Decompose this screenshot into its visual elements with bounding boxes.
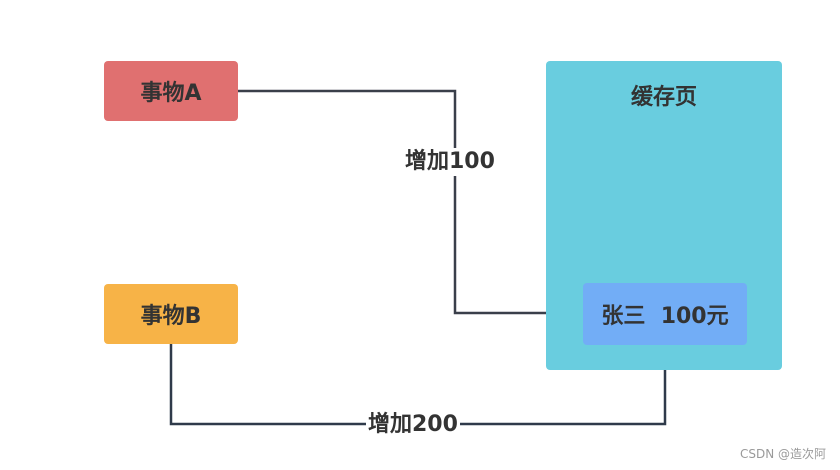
transaction-a-node: 事物A	[104, 61, 238, 121]
edge-label-add-100: 增加100	[403, 148, 497, 176]
record-label: 张三 100元	[601, 304, 729, 329]
edge-a-to-record	[238, 89, 576, 318]
record-node: 张三 100元	[583, 283, 747, 345]
transaction-b-label: 事物B	[140, 304, 202, 329]
transaction-b-node: 事物B	[104, 284, 238, 344]
transaction-a-label: 事物A	[140, 81, 202, 106]
edge-label-add-200: 增加200	[366, 411, 460, 439]
watermark-text: CSDN @造次阿	[739, 447, 826, 461]
cache-page-label: 缓存页	[630, 85, 697, 110]
